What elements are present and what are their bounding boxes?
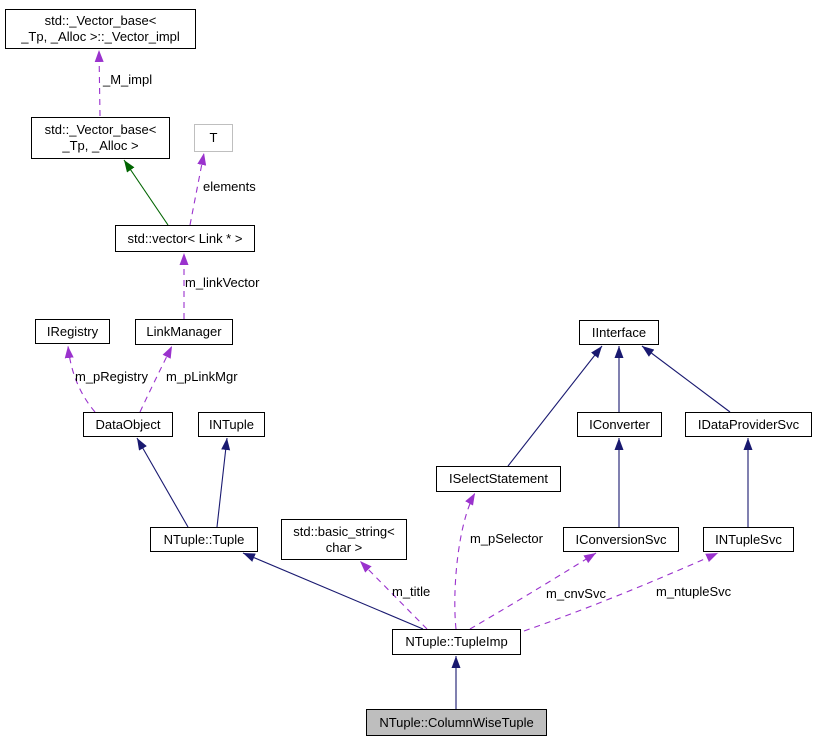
edge-usage-m-impl (94, 49, 104, 117)
node-dataobject[interactable]: DataObject (83, 412, 173, 437)
node-std-vector-base[interactable]: std::_Vector_base< _Tp, _Alloc > (31, 117, 170, 159)
node-label: IConverter (589, 416, 650, 432)
edge-inheritance-tuple-intuple (216, 437, 231, 528)
node-label: IConversionSvc (575, 531, 667, 547)
node-label: NTuple::ColumnWiseTuple (379, 714, 534, 730)
node-label: std::_Vector_base< (44, 13, 157, 28)
node-label: IDataProviderSvc (697, 416, 800, 432)
node-label: std::_Vector_base< (44, 122, 157, 137)
node-std-vector-base-vector-impl[interactable]: std::_Vector_base< _Tp, _Alloc >::_Vecto… (5, 9, 196, 49)
node-t: T (194, 124, 233, 152)
node-label: ISelectStatement (449, 471, 548, 486)
node-label: INTupleSvc (715, 531, 782, 547)
edge-inheritance-vectorlink-vectorbase (123, 159, 169, 226)
edge-usage-m-pselector (454, 492, 476, 630)
node-std-vector-link[interactable]: std::vector< Link * > (115, 225, 255, 252)
edge-label-m-title: m_title (392, 584, 431, 599)
node-linkmanager[interactable]: LinkManager (135, 319, 233, 345)
node-ntuple-tuple[interactable]: NTuple::Tuple (150, 527, 258, 552)
edge-label-elements: elements (203, 179, 256, 194)
edge-inheritance-tuple-dataobject (136, 437, 189, 528)
edge-usage-elements (189, 152, 207, 226)
node-std-basic-string[interactable]: std::basic_string< char > (281, 519, 407, 560)
edge-inheritance-tupleimp-tuple (242, 552, 424, 630)
node-iconverter[interactable]: IConverter (577, 412, 662, 437)
node-ntuple-tupleimp[interactable]: NTuple::TupleImp (392, 629, 521, 655)
node-intuple[interactable]: INTuple (198, 412, 265, 437)
edge-label-m-linkvector: m_linkVector (185, 275, 260, 290)
edge-label-m-impl: _M_impl (103, 72, 153, 87)
node-label: DataObject (95, 416, 161, 432)
edge-label-m-plinkmgr: m_pLinkMgr (166, 369, 238, 384)
edge-label-m-pselector: m_pSelector (470, 531, 543, 546)
node-label: LinkManager (146, 324, 222, 339)
node-iregistry[interactable]: IRegistry (35, 319, 110, 344)
node-label: _Tp, _Alloc >::_Vector_impl (21, 29, 180, 44)
node-idataprovidersvc[interactable]: IDataProviderSvc (685, 412, 812, 437)
node-label: NTuple::Tuple (163, 531, 245, 547)
edge-usage-m-cnvsvc (469, 552, 597, 630)
node-intuplesvc[interactable]: INTupleSvc (703, 527, 794, 552)
edge-usage-m-title (359, 560, 428, 630)
edge-usage-m-plinkmgr (139, 345, 173, 413)
node-label: INTuple (208, 416, 255, 432)
edge-inheritance-iselectstatement-iinterface (507, 345, 603, 467)
node-label: _Tp, _Alloc > (62, 138, 139, 153)
node-label: T (209, 130, 218, 145)
node-iselectstatement[interactable]: ISelectStatement (436, 466, 561, 492)
edge-label-m-cnvsvc: m_cnvSvc (546, 586, 606, 601)
node-label: std::vector< Link * > (127, 230, 243, 246)
edge-usage-m-pregistry (64, 345, 96, 413)
node-label: std::basic_string< (293, 523, 395, 539)
edge-label-m-ntuplesvc: m_ntupleSvc (656, 584, 732, 599)
node-iinterface[interactable]: IInterface (579, 320, 659, 345)
edge-usage-m-ntuplesvc (523, 552, 719, 632)
node-label: IInterface (591, 324, 647, 340)
edge-label-m-pregistry: m_pRegistry (75, 369, 148, 384)
node-label: NTuple::TupleImp (405, 634, 508, 649)
node-label: IRegistry (46, 323, 99, 339)
node-label: char > (325, 539, 363, 555)
node-iconversionsvc[interactable]: IConversionSvc (563, 527, 679, 552)
node-ntuple-columnwisetuple-current: NTuple::ColumnWiseTuple (366, 709, 547, 736)
edge-inheritance-idataprovidersvc-iinterface (641, 345, 731, 413)
